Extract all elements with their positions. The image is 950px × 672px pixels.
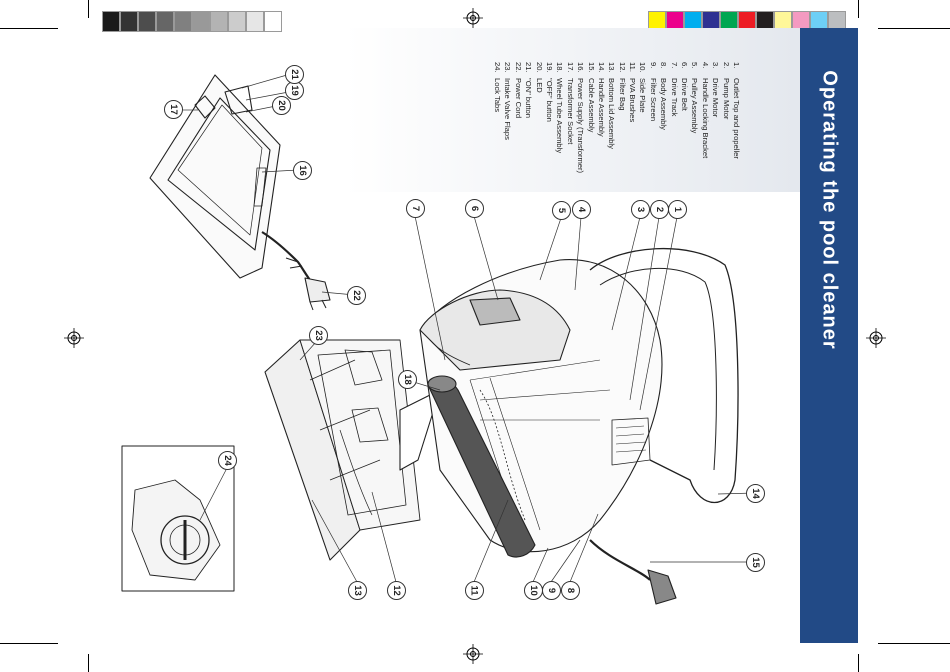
gray-swatch	[264, 11, 282, 32]
bottom-lid-drawing	[264, 339, 441, 561]
callout-1: 1	[668, 200, 687, 219]
callout-24: 24	[218, 451, 237, 470]
callout-6: 6	[465, 199, 484, 218]
pva-brush-drawing	[427, 375, 536, 558]
grayscale-color-bar	[102, 11, 282, 32]
title-banner	[800, 28, 858, 643]
gray-swatch	[210, 11, 228, 32]
callout-2: 2	[650, 200, 669, 219]
callout-5: 5	[552, 201, 571, 220]
callout-10: 10	[524, 581, 543, 600]
callout-12: 12	[387, 581, 406, 600]
callout-7: 7	[406, 199, 425, 218]
callout-14: 14	[746, 484, 765, 503]
callout-4: 4	[572, 200, 591, 219]
crop-mark	[88, 654, 89, 672]
callout-16: 16	[293, 161, 312, 180]
registration-mark-icon	[463, 644, 483, 664]
callout-20: 20	[272, 96, 291, 115]
crop-mark	[858, 0, 859, 18]
callout-23: 23	[309, 326, 328, 345]
header-fade-panel	[345, 28, 800, 192]
crop-mark	[878, 28, 950, 29]
callout-13: 13	[348, 581, 367, 600]
gray-swatch	[228, 11, 246, 32]
callout-15: 15	[746, 553, 765, 572]
gray-swatch	[102, 11, 120, 32]
pulley-assembly-drawing	[419, 289, 571, 371]
callout-3: 3	[631, 200, 650, 219]
crop-mark	[878, 643, 950, 644]
callout-17: 17	[164, 100, 183, 119]
callout-11: 11	[465, 581, 484, 600]
gray-swatch	[138, 11, 156, 32]
callout-21: 21	[285, 65, 304, 84]
gray-swatch	[120, 11, 138, 32]
registration-mark-icon	[866, 328, 886, 348]
crop-mark	[88, 0, 89, 18]
crop-mark	[0, 28, 58, 29]
callout-8: 8	[561, 581, 580, 600]
crop-mark	[858, 654, 859, 672]
callout-22: 22	[347, 286, 366, 305]
handle-drawing	[589, 247, 739, 504]
gray-swatch	[246, 11, 264, 32]
crop-mark	[0, 643, 58, 644]
callout-9: 9	[542, 581, 561, 600]
registration-mark-icon	[463, 8, 483, 28]
gray-swatch	[156, 11, 174, 32]
gray-swatch	[192, 11, 210, 32]
registration-mark-icon	[64, 328, 84, 348]
gray-swatch	[174, 11, 192, 32]
lock-tabs-inset	[121, 445, 235, 592]
callout-18: 18	[398, 370, 417, 389]
power-supply-drawing	[149, 74, 331, 311]
